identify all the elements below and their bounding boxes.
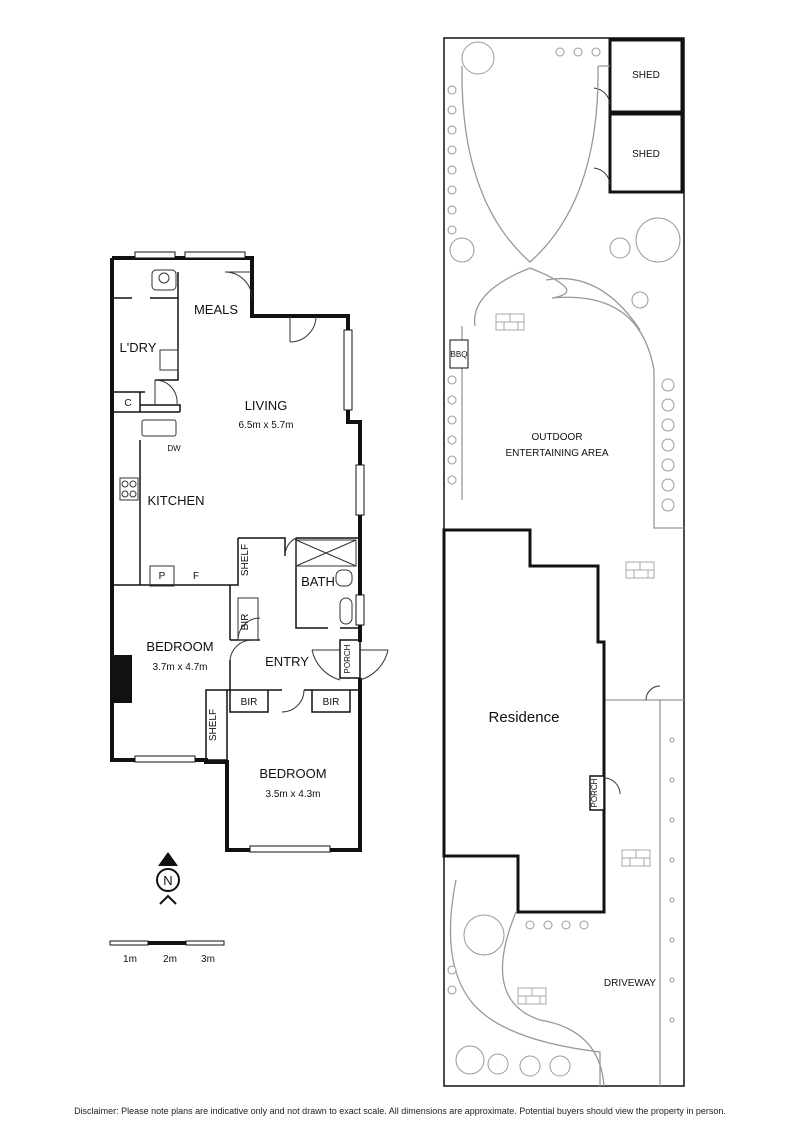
shed-1: [608, 38, 684, 114]
interior-walls: [111, 272, 361, 850]
door-bath: [284, 537, 297, 557]
window: [134, 251, 176, 259]
bath-toilet-icon: [335, 569, 353, 587]
door-living: [289, 315, 317, 343]
bbq-box: [449, 339, 469, 369]
bedroom1-label: BEDROOM: [146, 639, 213, 654]
bath-label: BATH: [301, 574, 335, 589]
door-bedroom1: [229, 639, 253, 661]
sink-icon: [141, 419, 177, 437]
bir-label-3: BIR: [323, 697, 340, 708]
residence-porch-box: [589, 775, 605, 811]
residence-porch-label: PORCH: [590, 778, 599, 807]
paving-icons: [495, 313, 655, 1005]
door-meals: [224, 271, 253, 300]
bedroom1-size: 3.7m x 4.7m: [152, 662, 207, 673]
cupboard-label: C: [124, 398, 131, 409]
scale-label-3: 3m: [201, 954, 215, 965]
fireplace: [112, 655, 132, 703]
tree-icons: [449, 41, 681, 1077]
bbq-label: BBQ: [451, 350, 468, 359]
outdoor-label-1: OUTDOOR: [531, 432, 582, 443]
window: [134, 755, 196, 763]
bedroom2-label: BEDROOM: [259, 766, 326, 781]
outdoor-label-2: ENTERTAINING AREA: [506, 448, 609, 459]
pantry-box: [149, 565, 175, 587]
basin-icon: [339, 597, 353, 625]
north-compass-icon: N: [156, 852, 180, 905]
toilet-bowl-icon: [158, 272, 170, 284]
disclaimer-text: Disclaimer: Please note plans are indica…: [74, 1106, 726, 1116]
shower-icon: [295, 539, 357, 567]
compass-label: N: [163, 873, 172, 888]
scale-label-1: 1m: [123, 954, 137, 965]
window: [249, 845, 331, 853]
residence-footprint: [442, 528, 606, 914]
living-label: LIVING: [245, 398, 288, 413]
residence-label: Residence: [489, 709, 560, 726]
shelf-label-2: SHELF: [208, 709, 219, 741]
window: [355, 464, 365, 516]
window: [355, 594, 365, 626]
kitchen-label: KITCHEN: [147, 493, 204, 508]
bir-label-2: BIR: [241, 697, 258, 708]
entry-label: ENTRY: [265, 654, 309, 669]
bedroom2-size: 3.5m x 4.3m: [265, 789, 320, 800]
scale-bar: 1m 2m 3m: [109, 940, 225, 965]
porch-label: PORCH: [343, 644, 352, 673]
bir-box: [237, 597, 259, 641]
porch-outline: [339, 639, 361, 679]
shed-2: [608, 112, 684, 194]
fridge-label: F: [193, 571, 199, 582]
driveway-label: DRIVEWAY: [604, 978, 657, 989]
door-laundry: [154, 379, 178, 405]
porch-door: [311, 649, 389, 681]
window: [343, 329, 353, 411]
garden-path: [461, 65, 684, 529]
plant-dots: [447, 47, 675, 1023]
laundry-tub-icon: [159, 349, 179, 371]
cooktop-icon: [119, 477, 139, 501]
site-plan: SHED SHED: [442, 37, 685, 1087]
window: [184, 251, 246, 259]
meals-label: MEALS: [194, 302, 238, 317]
laundry-label: L'DRY: [120, 340, 157, 355]
floor-plan: MEALS L'DRY C LIVING 6.5m x 5.7m DW KITC…: [109, 251, 389, 965]
living-size: 6.5m x 5.7m: [238, 420, 293, 431]
shed-1-label: SHED: [632, 70, 660, 81]
door-bedroom2: [281, 689, 305, 713]
pantry-label: P: [159, 571, 166, 582]
scale-label-2: 2m: [163, 954, 177, 965]
shelf-label: SHELF: [240, 544, 251, 576]
exterior-walls: [110, 256, 362, 852]
bir-label-1: BIR: [240, 614, 251, 631]
shed-2-label: SHED: [632, 149, 660, 160]
toilet-icon: [151, 269, 177, 291]
dishwasher-label: DW: [167, 444, 181, 453]
